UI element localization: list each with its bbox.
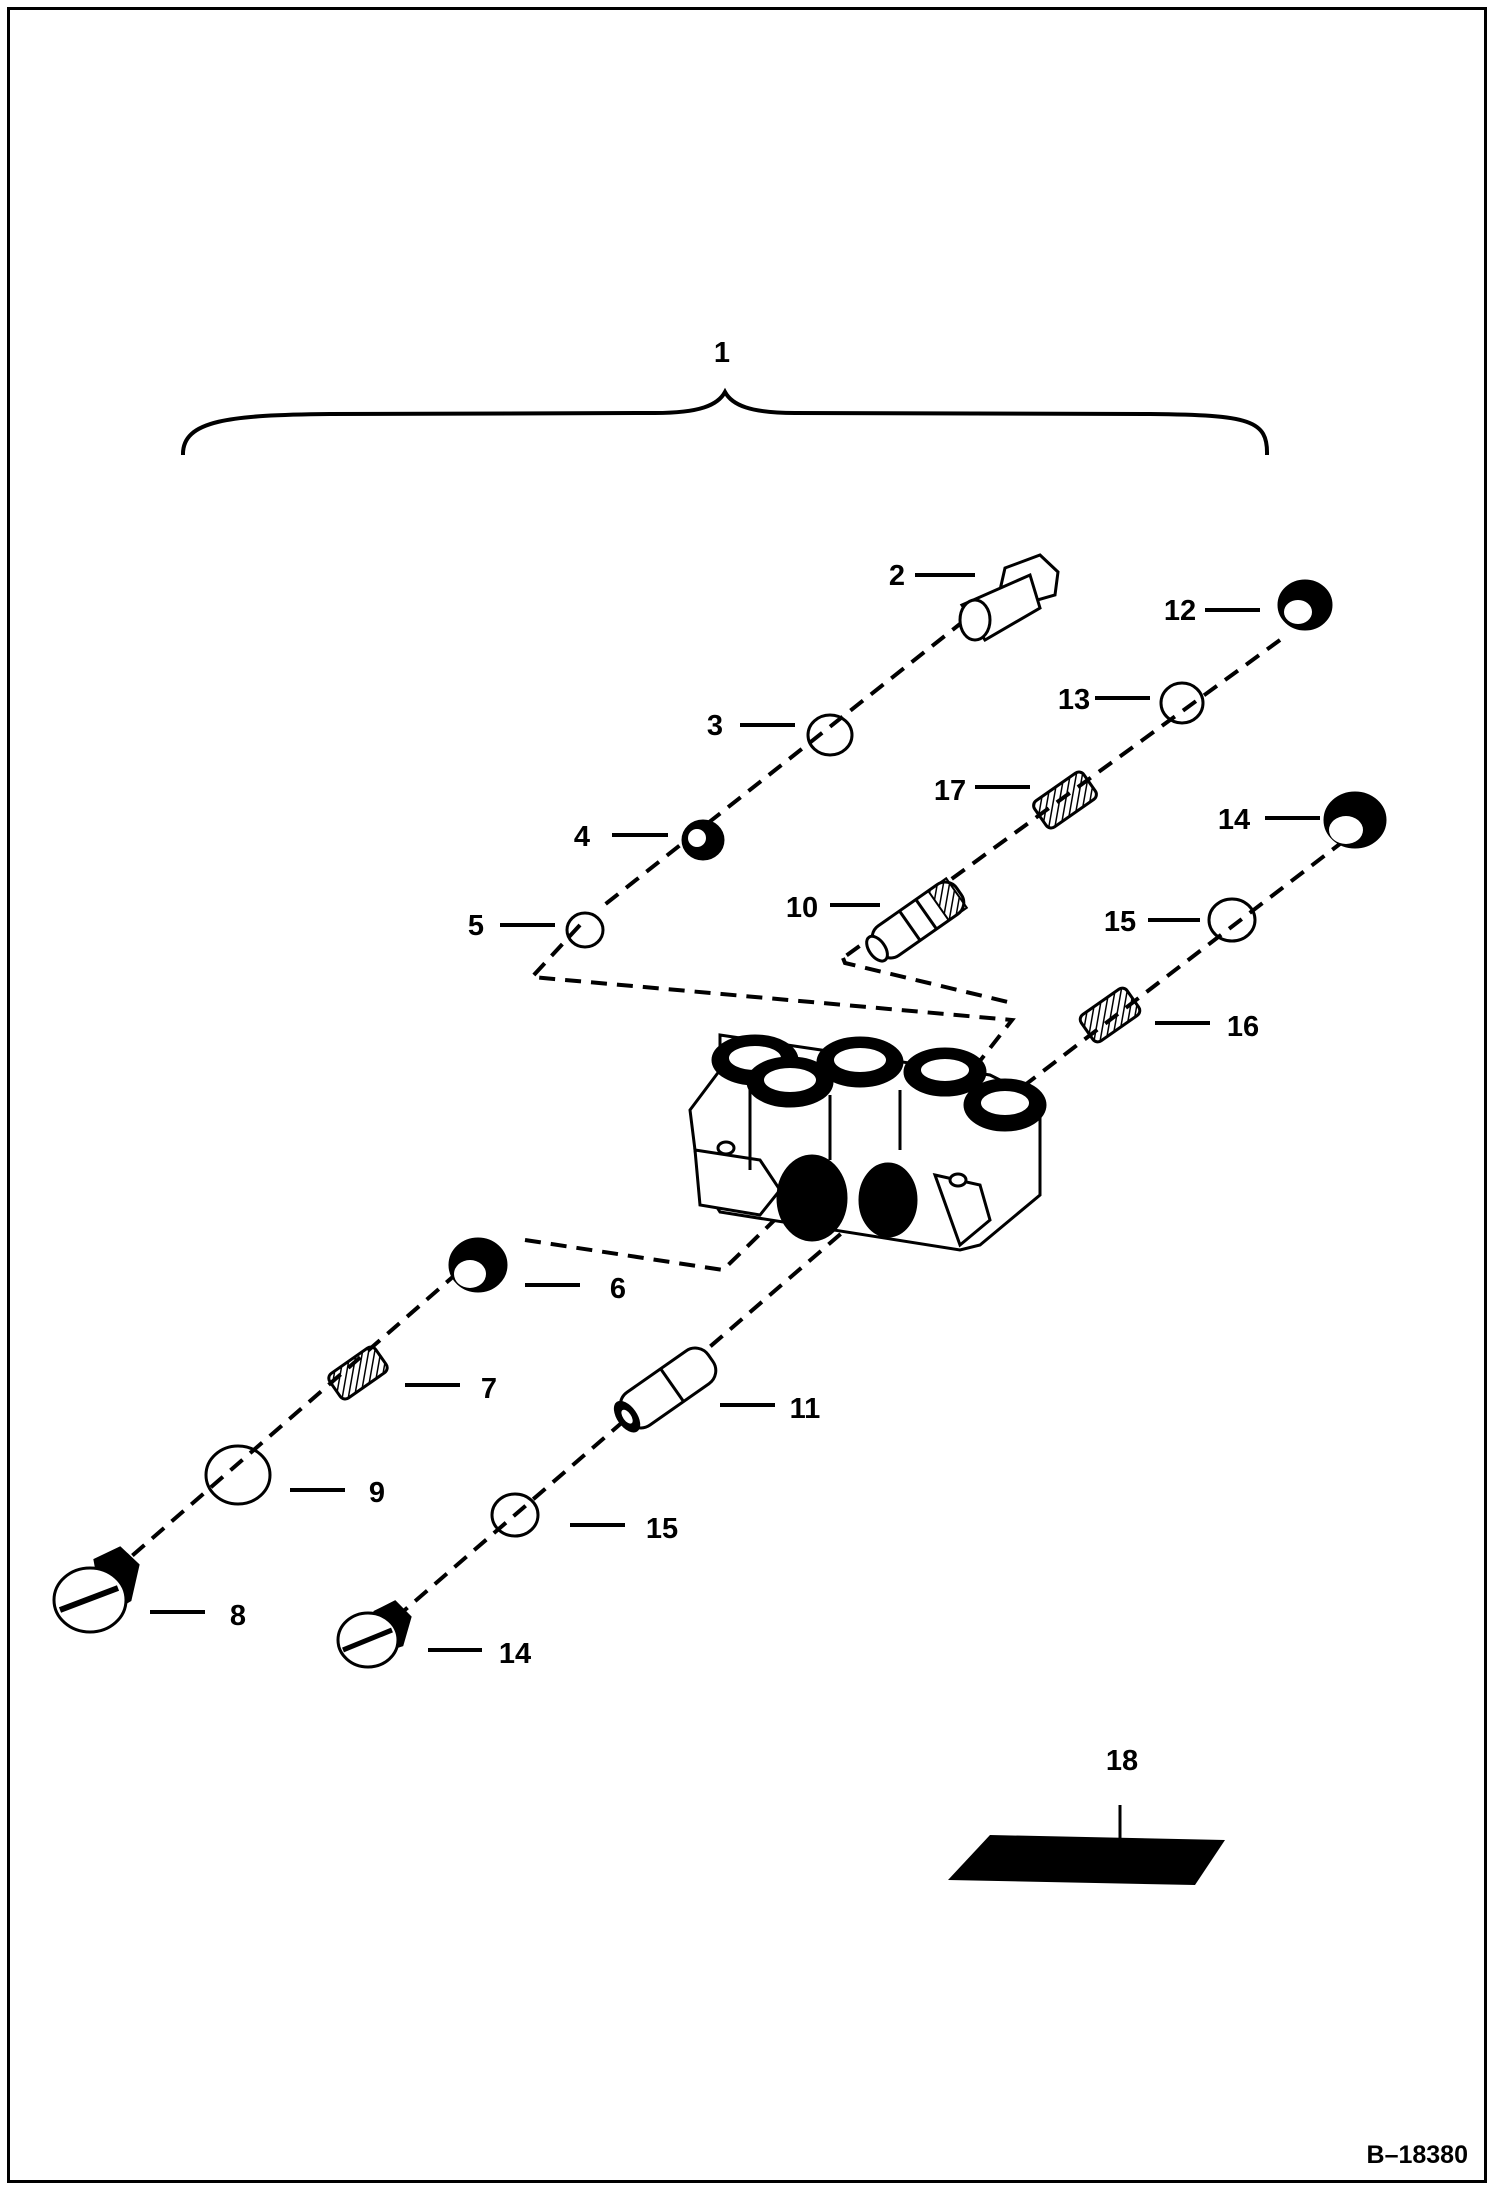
drawing-border — [7, 7, 1487, 2183]
callout-6: 6 — [610, 1273, 626, 1305]
callout-7: 7 — [481, 1373, 497, 1405]
leader-lines — [150, 573, 1320, 1652]
callout-10: 10 — [786, 892, 818, 924]
part-plug-14-top — [1323, 791, 1387, 849]
part-seat-4 — [681, 819, 725, 861]
part-plug-8 — [52, 1546, 140, 1634]
callout-17: 17 — [934, 775, 966, 807]
part-oring-9 — [204, 1444, 272, 1506]
callout-15-top: 15 — [1104, 906, 1136, 938]
drawing-reference-number: B–18380 — [1367, 2141, 1468, 2169]
callout-5: 5 — [468, 910, 484, 942]
part-spring-16 — [1078, 986, 1142, 1044]
part-spool-11 — [613, 1346, 718, 1433]
assembly-brace — [180, 387, 1270, 456]
callout-11: 11 — [790, 1393, 821, 1425]
callout-13: 13 — [1058, 684, 1090, 716]
part-spring-7 — [327, 1345, 389, 1401]
callout-12: 12 — [1164, 595, 1196, 627]
callout-15-bottom: 15 — [646, 1513, 678, 1545]
part-spool-10 — [865, 876, 969, 963]
part-plug-12 — [1277, 579, 1333, 631]
part-oring-3 — [806, 713, 854, 757]
part-oring-5 — [565, 911, 605, 949]
callout-3: 3 — [707, 710, 723, 742]
part-seat-6 — [448, 1237, 508, 1293]
part-decal-18 — [948, 1805, 1225, 1885]
callout-8: 8 — [230, 1600, 246, 1632]
part-valve-body — [688, 1033, 1047, 1252]
part-fitting — [958, 553, 1060, 643]
part-plug-14-bottom — [336, 1600, 412, 1669]
callout-18: 18 — [1106, 1745, 1138, 1777]
part-spring-17 — [1032, 770, 1098, 830]
part-oring-15-bottom — [490, 1492, 540, 1538]
part-oring-15-top — [1207, 897, 1257, 943]
callout-4: 4 — [574, 821, 590, 853]
callout-9: 9 — [369, 1477, 385, 1509]
callout-16: 16 — [1227, 1011, 1259, 1043]
part-oring-13 — [1159, 681, 1205, 725]
callout-2: 2 — [889, 560, 905, 592]
callout-14-top: 14 — [1218, 804, 1250, 836]
callout-1: 1 — [714, 337, 730, 369]
callout-14-bottom: 14 — [499, 1638, 531, 1670]
